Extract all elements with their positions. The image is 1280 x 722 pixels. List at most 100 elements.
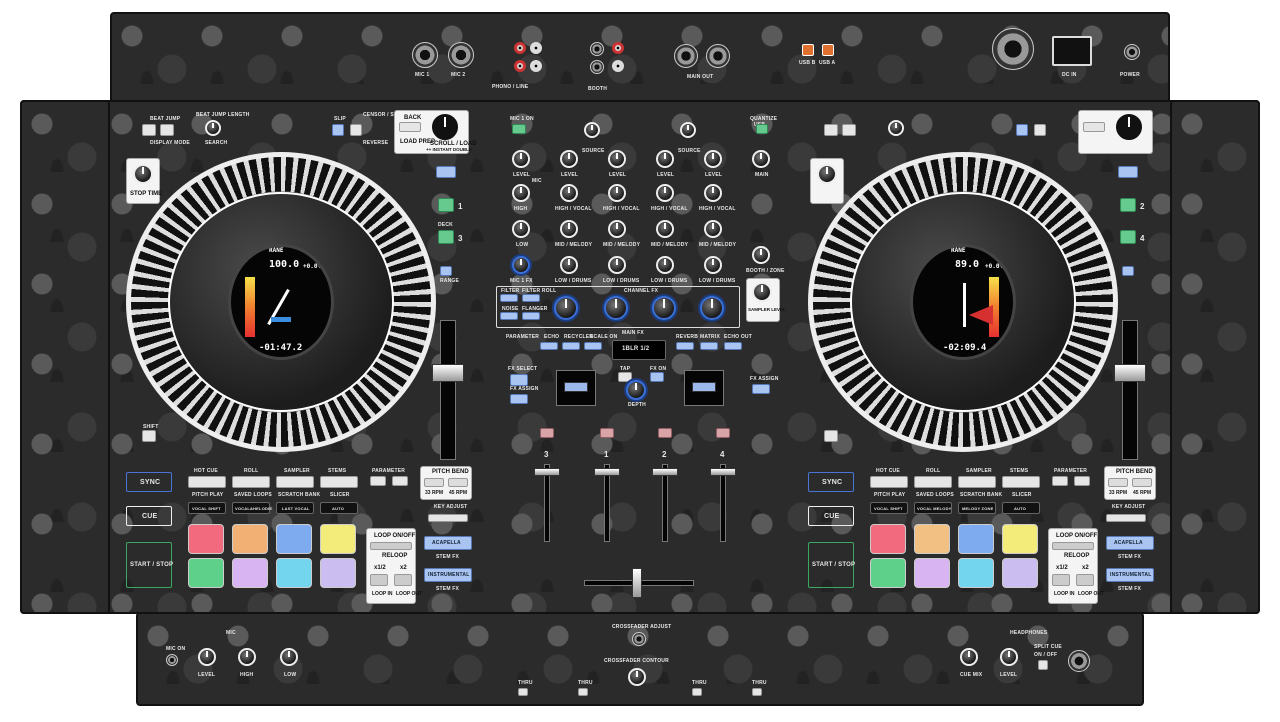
fx-on-button[interactable] bbox=[650, 372, 664, 382]
loop-in-button[interactable] bbox=[370, 574, 388, 586]
ch1-thru-switch[interactable] bbox=[578, 688, 588, 696]
ch1-mid-knob[interactable] bbox=[560, 220, 578, 238]
quantize-button[interactable] bbox=[756, 124, 768, 134]
flanger-button[interactable] bbox=[522, 312, 540, 320]
left-pad-3[interactable] bbox=[276, 524, 312, 554]
deck-4-button[interactable] bbox=[1120, 230, 1136, 244]
right-loop-on-off-button[interactable] bbox=[1052, 542, 1094, 550]
ch1-high-knob[interactable] bbox=[560, 184, 578, 202]
right-back-button[interactable] bbox=[1083, 122, 1105, 132]
main-out-xlr-left[interactable] bbox=[674, 44, 698, 68]
sampler-level-knob[interactable] bbox=[752, 282, 772, 302]
right-pitch-bend-minus-button[interactable] bbox=[1108, 478, 1128, 487]
right-pad-7[interactable] bbox=[958, 558, 994, 588]
right-submode-1-button[interactable] bbox=[870, 502, 908, 514]
left-pad-8[interactable] bbox=[320, 558, 356, 588]
phono-rca-right[interactable] bbox=[530, 42, 542, 54]
ch2-high-knob[interactable] bbox=[656, 184, 674, 202]
ch4-level-knob[interactable] bbox=[704, 150, 722, 168]
mic-high-knob[interactable] bbox=[512, 184, 530, 202]
scroll-load-knob[interactable] bbox=[432, 114, 458, 140]
main-level-knob[interactable] bbox=[752, 150, 770, 168]
ch4-fader[interactable] bbox=[710, 468, 736, 476]
right-beat-jump-back-button[interactable] bbox=[824, 124, 838, 136]
ch2-fx-knob[interactable] bbox=[652, 296, 676, 320]
right-cue-button[interactable] bbox=[808, 506, 854, 526]
deck-1-button[interactable] bbox=[438, 198, 454, 212]
right-sync-button[interactable] bbox=[808, 472, 854, 492]
beat-jump-back-button[interactable] bbox=[142, 124, 156, 136]
mode-hot-cue-button[interactable] bbox=[188, 476, 226, 488]
main-out-xlr-right[interactable] bbox=[706, 44, 730, 68]
slip-button[interactable] bbox=[332, 124, 344, 136]
right-mode-sampler-button[interactable] bbox=[958, 476, 996, 488]
acapella-button[interactable] bbox=[424, 536, 472, 550]
left-pad-2[interactable] bbox=[232, 524, 268, 554]
dc-in-connector[interactable] bbox=[992, 28, 1034, 70]
filter-roll-button[interactable] bbox=[522, 294, 540, 302]
ch4-high-knob[interactable] bbox=[704, 184, 722, 202]
left-load-button[interactable] bbox=[436, 166, 456, 178]
right-mode-hot-cue-button[interactable] bbox=[870, 476, 908, 488]
mode-stems-button[interactable] bbox=[320, 476, 358, 488]
beat-jump-fwd-button[interactable] bbox=[160, 124, 174, 136]
ch4-cue-button[interactable] bbox=[716, 428, 730, 438]
right-pad-1[interactable] bbox=[870, 524, 906, 554]
right-pitch-bend-plus-button[interactable] bbox=[1132, 478, 1152, 487]
right-beat-jump-fwd-button[interactable] bbox=[842, 124, 856, 136]
instrumental-button[interactable] bbox=[424, 568, 472, 582]
submode-4-button[interactable] bbox=[320, 502, 358, 514]
right-load-button[interactable] bbox=[1118, 166, 1138, 178]
fx-echo-out-button[interactable] bbox=[724, 342, 742, 350]
ch4-mid-knob[interactable] bbox=[704, 220, 722, 238]
source-select-right[interactable] bbox=[680, 122, 696, 138]
fx-echo-button[interactable] bbox=[540, 342, 558, 350]
left-pitch-fader[interactable] bbox=[432, 364, 464, 382]
split-cue-switch[interactable] bbox=[1038, 660, 1048, 670]
back-button[interactable] bbox=[399, 122, 421, 132]
right-pad-6[interactable] bbox=[914, 558, 950, 588]
fx-assign-left-button[interactable] bbox=[510, 394, 528, 404]
usb-b-port[interactable] bbox=[802, 44, 814, 56]
loop-out-button[interactable] bbox=[394, 574, 412, 586]
right-pad-3[interactable] bbox=[958, 524, 994, 554]
headphones-level-knob[interactable] bbox=[1000, 648, 1018, 666]
ch2-cue-button[interactable] bbox=[658, 428, 672, 438]
crossfader-adjust-knob[interactable] bbox=[632, 632, 646, 646]
ch1-low-knob[interactable] bbox=[560, 256, 578, 274]
ch1-fx-knob[interactable] bbox=[554, 296, 578, 320]
right-parameter-minus-button[interactable] bbox=[1052, 476, 1068, 486]
depth-knob[interactable] bbox=[626, 380, 646, 400]
cue-button[interactable] bbox=[126, 506, 172, 526]
front-mic-high-knob[interactable] bbox=[238, 648, 256, 666]
right-mode-stems-button[interactable] bbox=[1002, 476, 1040, 488]
range-button[interactable] bbox=[440, 266, 452, 276]
pitch-bend-minus-button[interactable] bbox=[424, 478, 444, 487]
cue-mix-knob[interactable] bbox=[960, 648, 978, 666]
source-select-left[interactable] bbox=[584, 122, 600, 138]
ch4-low-knob[interactable] bbox=[704, 256, 722, 274]
crossfader-contour-knob[interactable] bbox=[628, 668, 646, 686]
front-mic-on-switch[interactable] bbox=[166, 654, 178, 666]
booth-jack-1[interactable] bbox=[590, 42, 604, 56]
ch3-fader[interactable] bbox=[534, 468, 560, 476]
fx-select-left-button[interactable] bbox=[510, 374, 528, 386]
deck-2-button[interactable] bbox=[1120, 198, 1136, 212]
right-loop-out-button[interactable] bbox=[1076, 574, 1094, 586]
right-pad-5[interactable] bbox=[870, 558, 906, 588]
right-slip-button[interactable] bbox=[1016, 124, 1028, 136]
phono-rca-left[interactable] bbox=[514, 42, 526, 54]
crossfader[interactable] bbox=[632, 568, 642, 598]
right-loop-in-button[interactable] bbox=[1052, 574, 1070, 586]
ch2-low-knob[interactable] bbox=[656, 256, 674, 274]
fx-matrix-button[interactable] bbox=[700, 342, 718, 350]
submode-2-button[interactable] bbox=[232, 502, 270, 514]
front-mic-low-knob[interactable] bbox=[280, 648, 298, 666]
front-mic-level-knob[interactable] bbox=[198, 648, 216, 666]
ch2-level-knob[interactable] bbox=[656, 150, 674, 168]
mode-roll-button[interactable] bbox=[232, 476, 270, 488]
booth-jack-2[interactable] bbox=[590, 60, 604, 74]
left-pad-1[interactable] bbox=[188, 524, 224, 554]
filter-button[interactable] bbox=[500, 294, 518, 302]
right-stop-time-knob[interactable] bbox=[817, 164, 837, 184]
